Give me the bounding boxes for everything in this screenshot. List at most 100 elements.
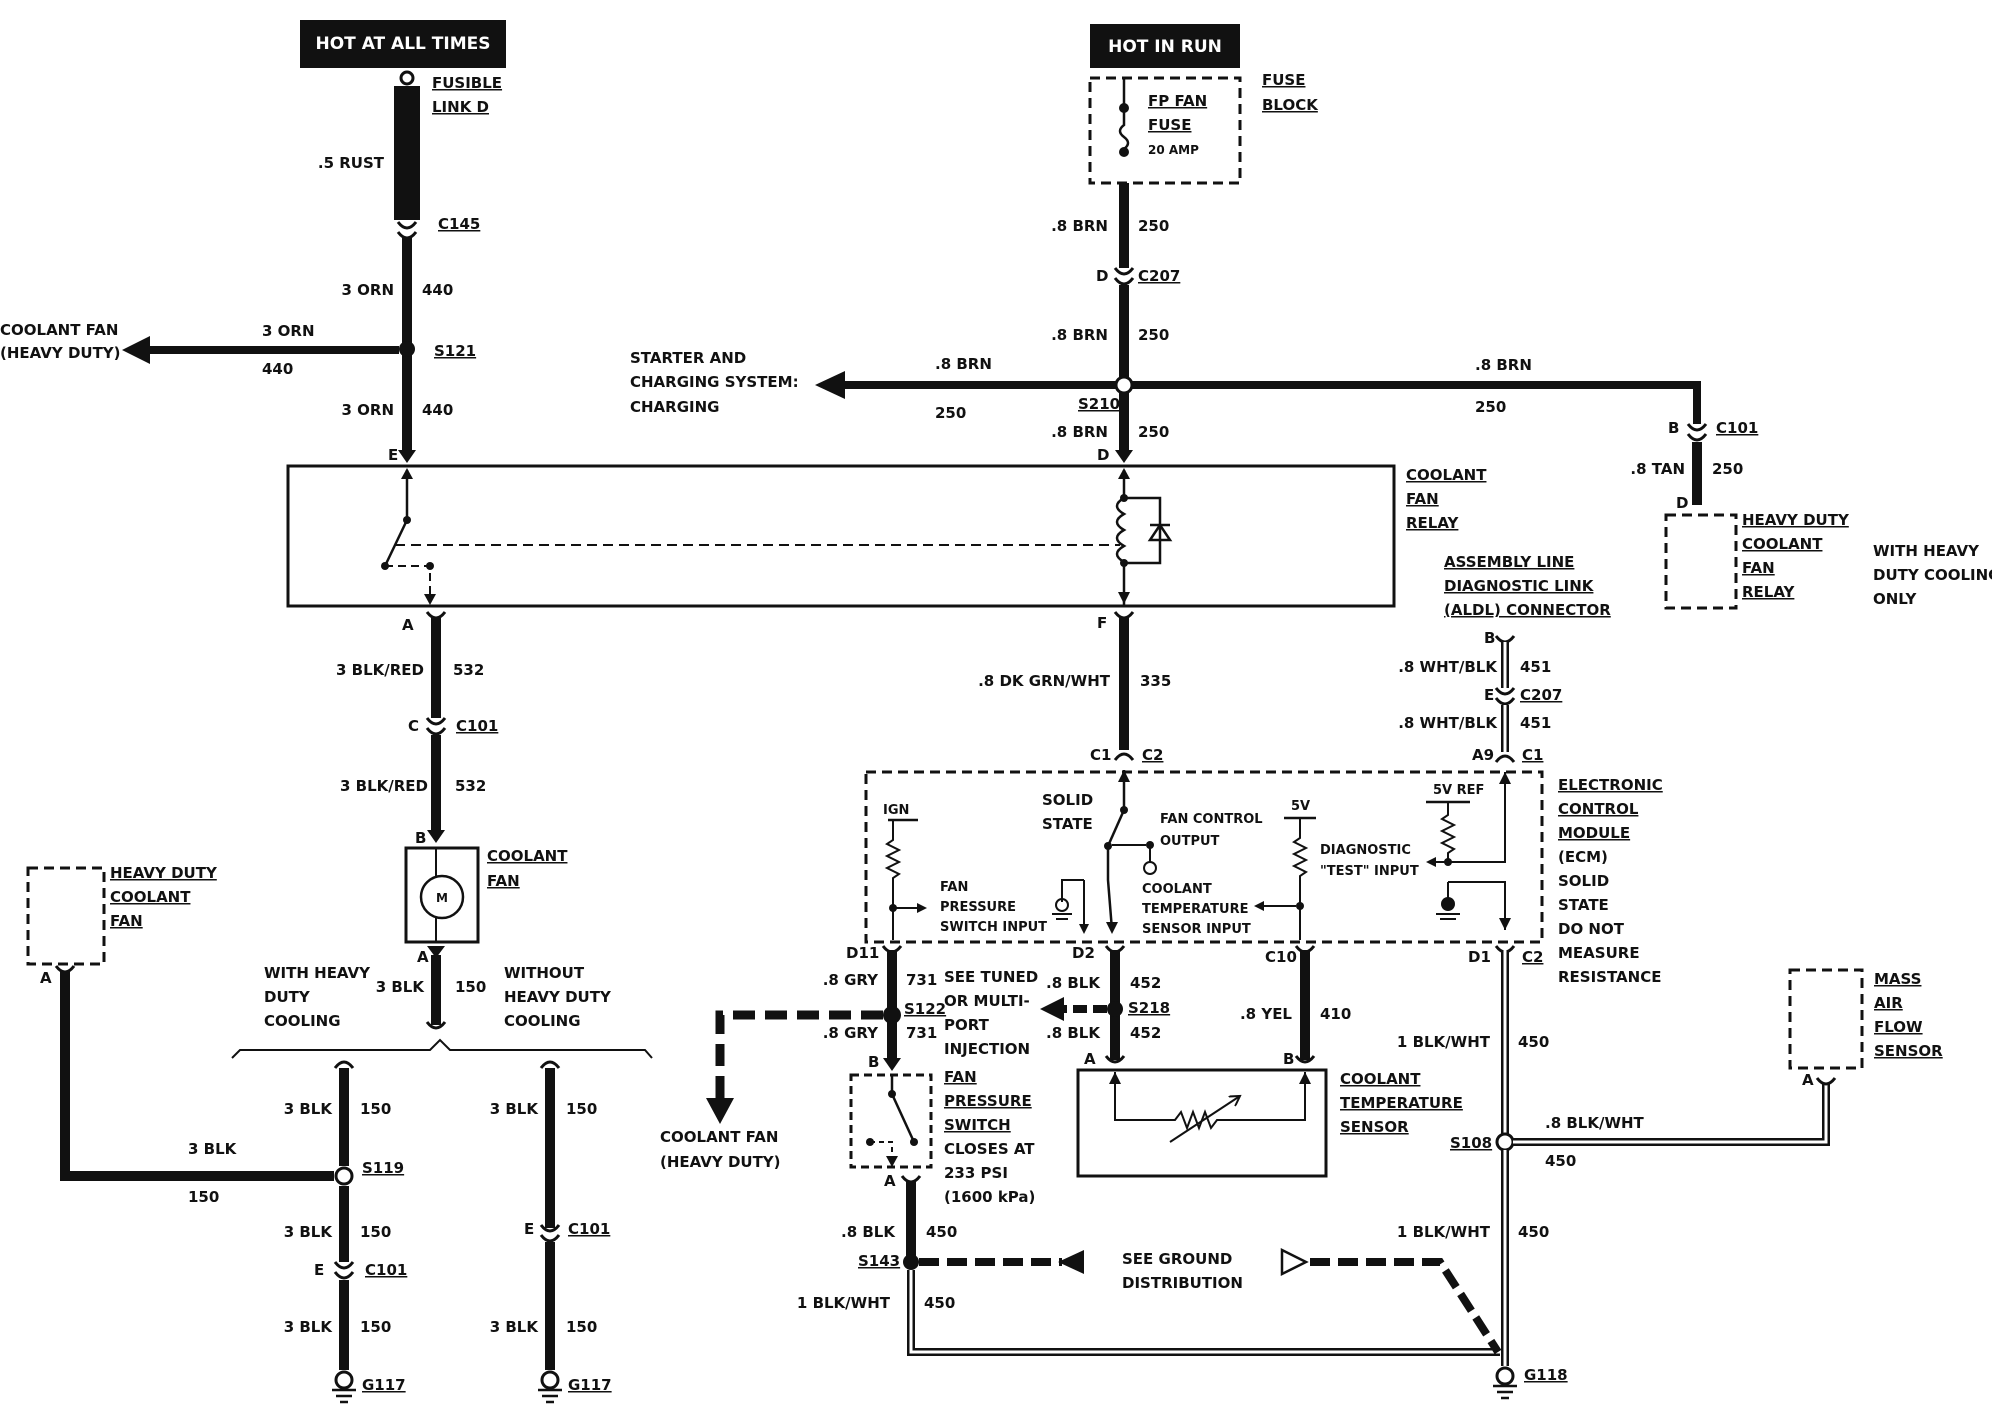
svg-text:HEAVY DUTY: HEAVY DUTY: [110, 864, 218, 882]
svg-text:INJECTION: INJECTION: [944, 1040, 1030, 1058]
svg-text:DISTRIBUTION: DISTRIBUTION: [1122, 1274, 1243, 1292]
svg-text:COOLANT: COOLANT: [1742, 535, 1823, 553]
wire-brn-b-label: .8 BRN: [1051, 326, 1108, 344]
pin-b-c101-label: B: [1668, 419, 1679, 437]
wire-yel-label: .8 YEL: [1240, 1005, 1292, 1023]
pin-c10-label: C10: [1265, 948, 1297, 966]
svg-text:HEAVY DUTY: HEAVY DUTY: [504, 988, 612, 1006]
wire-250-c-label: 250: [1138, 423, 1169, 441]
wire-blk-fan-label: 3 BLK: [376, 978, 426, 996]
pin-a-maf-label: A: [1802, 1071, 1814, 1089]
wire-blk-l2-label: 3 BLK: [284, 1223, 334, 1241]
coolant-fan-motor: [419, 874, 465, 920]
wire-450-fps-label: 450: [926, 1223, 957, 1241]
pin-e-relay-arrow: [398, 450, 416, 463]
ecm-solid-state-label: SOLID STATE: [1042, 791, 1093, 833]
connector-c101-lower-left-label: C101: [365, 1261, 407, 1279]
svg-text:COOLING: COOLING: [264, 1012, 341, 1030]
ecm-5vref-resistor: [1439, 802, 1457, 862]
svg-text:DO NOT: DO NOT: [1558, 920, 1625, 938]
svg-text:STATE: STATE: [1042, 815, 1093, 833]
wire-brn-c-label: .8 BRN: [1051, 423, 1108, 441]
connector-c101-top: [1686, 423, 1708, 442]
svg-text:FAN: FAN: [940, 880, 968, 895]
wire-rust-label: .5 RUST: [318, 154, 385, 172]
svg-text:CHARGING: CHARGING: [630, 398, 719, 416]
connector-c101-lower-mid-label: C101: [568, 1220, 610, 1238]
connector-c1-right-label: C1: [1522, 746, 1543, 764]
svg-text:SENSOR INPUT: SENSOR INPUT: [1142, 922, 1251, 937]
wire-440-branch-label: 440: [262, 360, 293, 378]
svg-text:DUTY COOLING: DUTY COOLING: [1873, 566, 1992, 584]
svg-text:RELAY: RELAY: [1742, 583, 1796, 601]
pin-e-relay-label: E: [388, 446, 398, 464]
svg-text:FAN CONTROL: FAN CONTROL: [1160, 812, 1263, 827]
ground-g117-left: [332, 1370, 356, 1404]
connector-c207-top: [1113, 267, 1135, 286]
arrow-s218-branch: [1040, 997, 1064, 1021]
svg-text:(1600 kPa): (1600 kPa): [944, 1188, 1035, 1206]
svg-text:SWITCH: SWITCH: [944, 1116, 1011, 1134]
wire-150-blk-hd: [60, 972, 334, 1181]
svg-text:MODULE: MODULE: [1558, 824, 1630, 842]
pin-a-fan-label: A: [417, 948, 429, 966]
svg-text:COOLING: COOLING: [504, 1012, 581, 1030]
wire-blk450-fps-label: .8 BLK: [841, 1223, 896, 1241]
svg-text:DIAGNOSTIC LINK: DIAGNOSTIC LINK: [1444, 577, 1595, 595]
svg-text:AIR: AIR: [1874, 994, 1903, 1012]
wire-150-l3-label: 150: [360, 1318, 391, 1336]
svg-text:FLOW: FLOW: [1874, 1018, 1923, 1036]
svg-text:(ECM): (ECM): [1558, 848, 1608, 866]
svg-text:MASS: MASS: [1874, 970, 1921, 988]
svg-text:OR MULTI-: OR MULTI-: [944, 992, 1030, 1010]
relay-coil: [1115, 496, 1127, 564]
splice-s119-label: S119: [362, 1159, 404, 1177]
pin-e-c101a-label: E: [314, 1261, 324, 1279]
pin-d-c207-label: D: [1096, 267, 1108, 285]
wire-blkwht-a-label: 1 BLK/WHT: [1397, 1033, 1491, 1051]
coolant-temperature-sensor: [1076, 1068, 1328, 1178]
wire-brn-left-label: .8 BRN: [935, 355, 992, 373]
svg-text:COOLANT: COOLANT: [110, 888, 191, 906]
wire-blk452-b-label: .8 BLK: [1046, 1024, 1101, 1042]
wire-orn-a-label: 3 ORN: [341, 281, 394, 299]
pin-d-hd-label: D: [1676, 494, 1688, 512]
ground-g118-label: G118: [1524, 1366, 1568, 1384]
wire-blk-m2-label: 3 BLK: [490, 1318, 540, 1336]
wire-440-b-label: 440: [422, 401, 453, 419]
heavy-duty-coolant-fan-label: HEAVY DUTY COOLANT FAN: [110, 864, 218, 930]
wire-250-b-label: 250: [1138, 326, 1169, 344]
wire-gry-b-label: .8 GRY: [823, 1024, 879, 1042]
svg-text:CHARGING SYSTEM:: CHARGING SYSTEM:: [630, 373, 799, 391]
wire-451-b-label: 451: [1520, 714, 1551, 732]
wire-blkwht-b-label: 1 BLK/WHT: [1397, 1223, 1491, 1241]
splice-s122-label: S122: [904, 1000, 946, 1018]
destination-see-ground: SEE GROUND DISTRIBUTION: [1122, 1250, 1243, 1292]
fp-fan-fuse-label: FP FAN FUSE 20 AMP: [1148, 92, 1207, 157]
wire-blk-hd-label: 3 BLK: [188, 1140, 238, 1158]
connector-c101-lower-left: [333, 1261, 355, 1280]
aldl-connector-label: ASSEMBLY LINE DIAGNOSTIC LINK (ALDL) CON…: [1444, 553, 1611, 619]
arrow-coolant-fan-hd-bottom: [706, 1098, 734, 1124]
heavy-duty-coolant-fan-relay: [1664, 513, 1738, 610]
fan-pressure-switch-label: FAN PRESSURE SWITCH CLOSES AT 233 PSI (1…: [944, 1068, 1035, 1206]
wire-450-blk-wht-maf: [1513, 1084, 1830, 1146]
ground-g118: [1493, 1366, 1517, 1400]
svg-text:COOLANT: COOLANT: [1340, 1070, 1421, 1088]
connector-c145-label: C145: [438, 215, 480, 233]
svg-text:FAN: FAN: [1742, 559, 1775, 577]
ground-g117-mid-label: G117: [568, 1376, 612, 1394]
svg-text:"TEST" INPUT: "TEST" INPUT: [1320, 864, 1419, 879]
svg-text:TEMPERATURE: TEMPERATURE: [1142, 902, 1248, 917]
svg-text:COOLANT: COOLANT: [1142, 882, 1212, 897]
coolant-fan-label: COOLANT FAN: [487, 847, 568, 890]
svg-text:FAN: FAN: [110, 912, 143, 930]
svg-text:PORT: PORT: [944, 1016, 990, 1034]
wire-335-label: 335: [1140, 672, 1171, 690]
splice-s143-label: S143: [858, 1252, 900, 1270]
svg-text:COOLANT FAN: COOLANT FAN: [660, 1128, 778, 1146]
splice-s121-label: S121: [434, 342, 476, 360]
connector-c101-left: [425, 717, 447, 736]
hot-at-all-times-header-box: [300, 20, 506, 68]
